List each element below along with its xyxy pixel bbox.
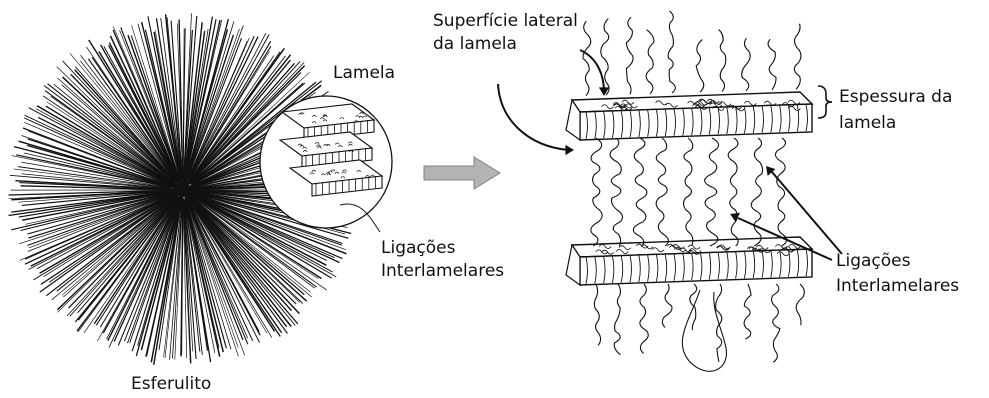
dangling-chain-top [719,29,726,91]
lower-lamella [566,237,812,285]
tie-chain [705,138,719,246]
tie-chain [751,138,762,246]
spherulite-label: Esferulito [131,374,211,395]
dangling-chain-top [794,24,801,90]
dangling-chain-top [583,21,591,95]
lateral-surface-label-line1: Superfície lateral [433,11,578,32]
spherulite-fibril [45,91,175,184]
chain-loop [682,290,726,371]
spherulite-fibril [58,78,173,181]
dangling-chain-top [696,40,704,93]
dangling-chain-top [668,11,675,93]
transition-arrow [424,157,500,189]
dangling-chain-bottom [744,284,751,339]
dangling-chain-top [742,38,750,91]
transition-arrow-shape [424,157,500,189]
dangling-chain-bottom [772,284,780,362]
lateral-pointer-2 [498,84,568,150]
dangling-chain-bottom [594,284,600,345]
tie-chain [775,138,786,246]
tie-chain [610,138,623,246]
dangling-chain-top [768,39,776,90]
tie-chain [633,138,647,246]
arrowhead [565,145,574,155]
spherulite-nucleus [176,183,190,197]
tie-chain [591,138,602,246]
dangling-chain-bottom [796,284,804,325]
thickness-label-line2: lamela [839,113,896,134]
tie-molecules-left-label-line1: Ligações [381,238,455,259]
tie-chain [656,138,668,246]
dangling-chain-bottom [640,284,648,354]
tie-molecules-left-label-line2: Interlamelares [381,261,504,282]
dangling-chain-bottom [614,284,620,355]
lateral-pointer [580,50,604,92]
dangling-chain-top [626,17,633,94]
dangling-chain-bottom [662,284,672,328]
lamella-label: Lamela [333,63,395,84]
tie-chain [684,138,693,246]
upper-lamella [566,92,812,140]
lamella-magnifier [260,96,392,232]
tie-molecules-right-label-line1: Ligações [836,251,910,272]
lamella-stack [566,11,812,371]
tie-molecules-right-label-line2: Interlamelares [836,276,959,297]
spherulite-fibril [141,198,181,351]
thickness-label-line1: Espessura da [839,87,952,108]
thickness-brace [818,86,832,118]
dangling-chain-top [601,18,609,95]
arrowhead [599,87,609,96]
tie-chain [728,138,738,246]
lateral-surface-label-line2: da lamela [433,34,517,55]
dangling-chain-top [646,30,654,94]
